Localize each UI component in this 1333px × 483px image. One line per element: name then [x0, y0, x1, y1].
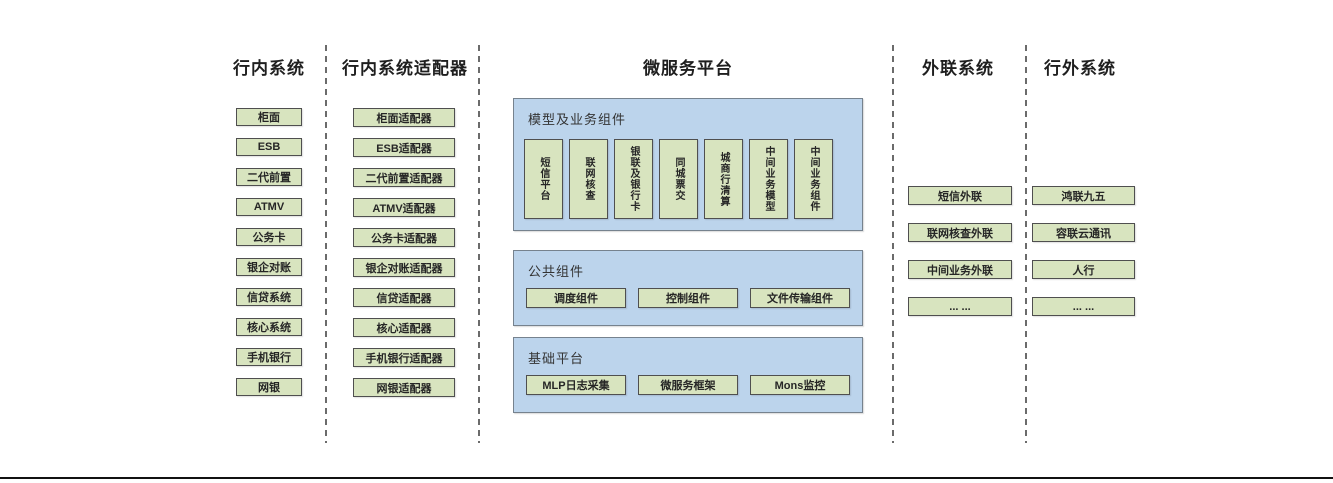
adapter-box: 二代前置适配器 [353, 168, 455, 187]
adapter-list: 柜面适配器 ESB适配器 二代前置适配器 ATMV适配器 公务卡适配器 银企对账… [353, 108, 455, 397]
component-box: 中间业务组件 [794, 139, 833, 219]
system-box: ATMV [236, 198, 302, 216]
component-box: 城商行清算 [704, 139, 743, 219]
outside-box: 人行 [1032, 260, 1135, 279]
column-title-inbank: 行内系统 [233, 59, 305, 78]
adapter-box: ESB适配器 [353, 138, 455, 157]
system-box: ESB [236, 138, 302, 156]
separator-line [325, 45, 327, 443]
external-box: ... ... [908, 297, 1012, 316]
adapter-box: 核心适配器 [353, 318, 455, 337]
adapter-box: 公务卡适配器 [353, 228, 455, 247]
common-component-row: 调度组件 控制组件 文件传输组件 [526, 288, 850, 308]
system-box: 信贷系统 [236, 288, 302, 306]
separator-line [478, 45, 480, 443]
column-title-outside: 行外系统 [1044, 59, 1116, 78]
component-box: 微服务框架 [638, 375, 738, 395]
outside-box: 鸿联九五 [1032, 186, 1135, 205]
system-box: 公务卡 [236, 228, 302, 246]
system-box: 二代前置 [236, 168, 302, 186]
adapter-box: 手机银行适配器 [353, 348, 455, 367]
external-system-list: 短信外联 联网核查外联 中间业务外联 ... ... [908, 186, 1012, 316]
external-box: 短信外联 [908, 186, 1012, 205]
adapter-box: 网银适配器 [353, 378, 455, 397]
component-box: MLP日志采集 [526, 375, 626, 395]
column-title-external: 外联系统 [922, 59, 994, 78]
base-platform-panel: 基础平台 MLP日志采集 微服务框架 Mons监控 [513, 337, 863, 413]
column-title-platform: 微服务平台 [643, 59, 733, 78]
base-component-row: MLP日志采集 微服务框架 Mons监控 [526, 375, 850, 395]
component-box: 联网核查 [569, 139, 608, 219]
system-box: 柜面 [236, 108, 302, 126]
outside-box: ... ... [1032, 297, 1135, 316]
model-component-row: 短信平台 联网核查 银联及银行卡 同城票交 城商行清算 中间业务模型 中间业务组… [524, 139, 833, 219]
common-components-panel: 公共组件 调度组件 控制组件 文件传输组件 [513, 250, 863, 326]
panel-label: 公共组件 [528, 264, 585, 279]
outside-system-list: 鸿联九五 容联云通讯 人行 ... ... [1032, 186, 1135, 316]
component-box: Mons监控 [750, 375, 850, 395]
system-box: 核心系统 [236, 318, 302, 336]
external-box: 联网核查外联 [908, 223, 1012, 242]
adapter-box: 信贷适配器 [353, 288, 455, 307]
bottom-divider [0, 477, 1333, 479]
component-box: 控制组件 [638, 288, 738, 308]
component-box: 文件传输组件 [750, 288, 850, 308]
panel-label: 基础平台 [528, 351, 585, 366]
system-box: 网银 [236, 378, 302, 396]
adapter-box: 柜面适配器 [353, 108, 455, 127]
separator-line [1025, 45, 1027, 443]
outside-box: 容联云通讯 [1032, 223, 1135, 242]
component-box: 调度组件 [526, 288, 626, 308]
external-box: 中间业务外联 [908, 260, 1012, 279]
inbank-system-list: 柜面 ESB 二代前置 ATMV 公务卡 银企对账 信贷系统 核心系统 手机银行… [236, 108, 302, 396]
adapter-box: ATMV适配器 [353, 198, 455, 217]
adapter-box: 银企对账适配器 [353, 258, 455, 277]
system-box: 银企对账 [236, 258, 302, 276]
component-box: 短信平台 [524, 139, 563, 219]
component-box: 中间业务模型 [749, 139, 788, 219]
model-business-panel: 模型及业务组件 短信平台 联网核查 银联及银行卡 同城票交 城商行清算 中间业务… [513, 98, 863, 231]
panel-label: 模型及业务组件 [528, 112, 627, 127]
component-box: 同城票交 [659, 139, 698, 219]
component-box: 银联及银行卡 [614, 139, 653, 219]
separator-line [892, 45, 894, 443]
system-box: 手机银行 [236, 348, 302, 366]
column-title-adapter: 行内系统适配器 [342, 59, 468, 78]
